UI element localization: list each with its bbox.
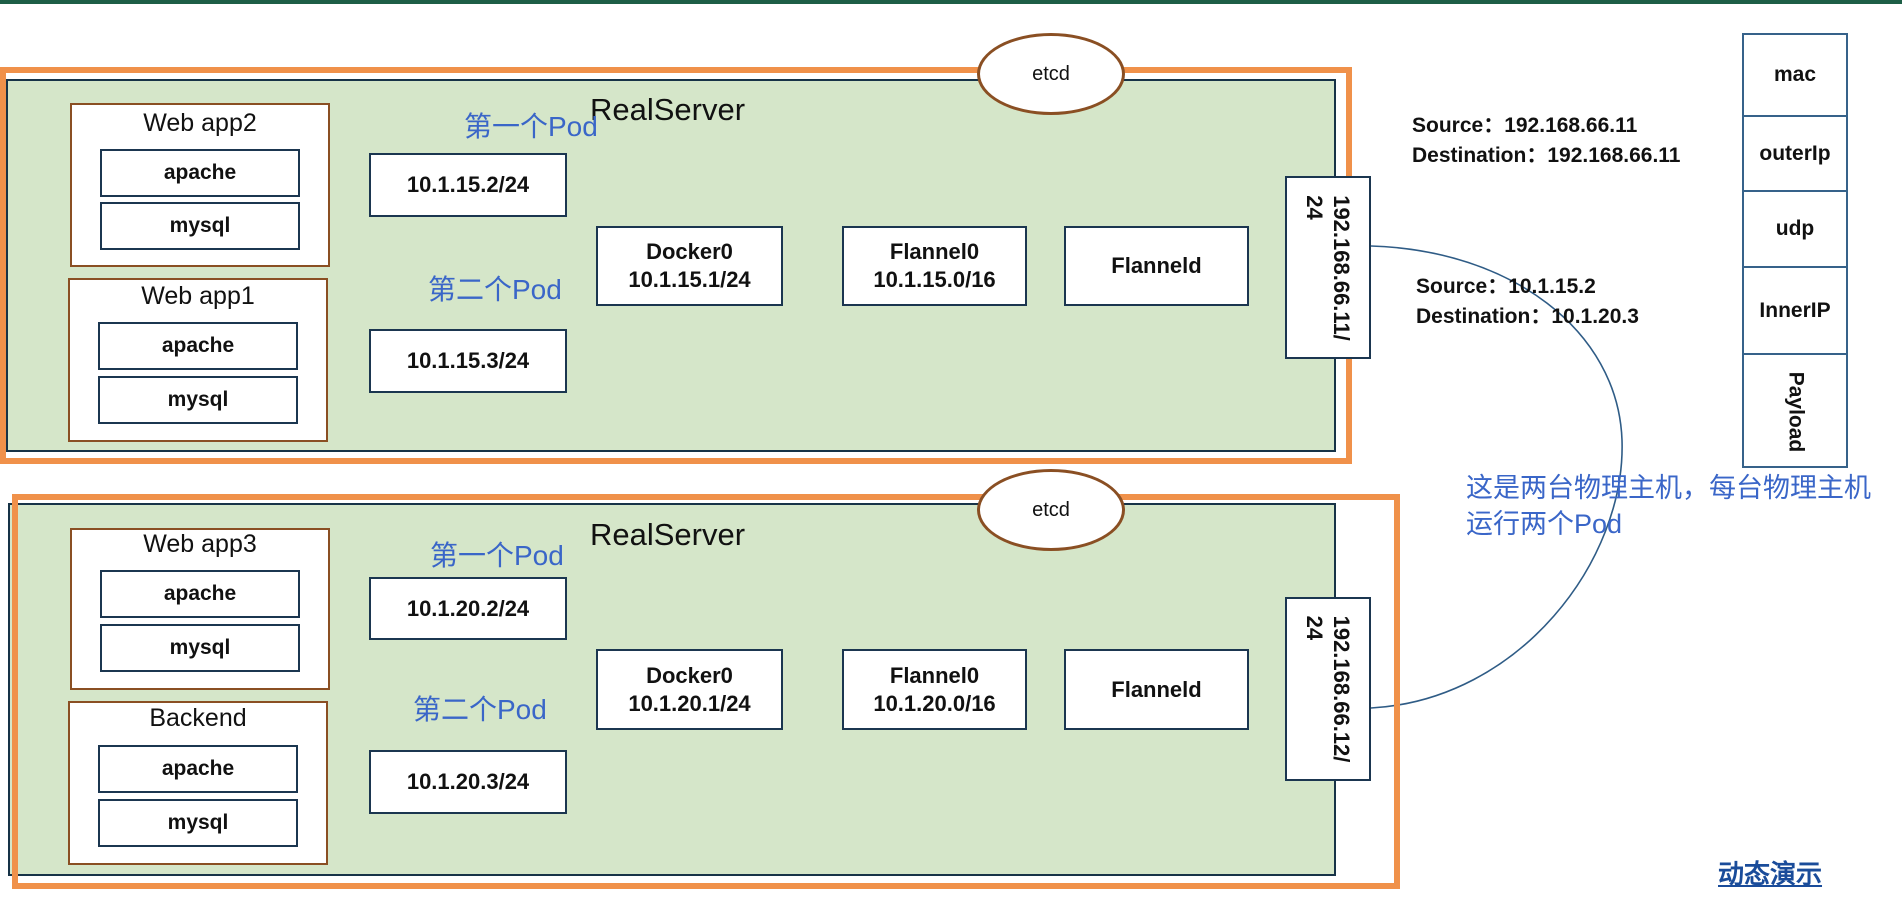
container-mysql: mysql [98, 799, 298, 847]
app-web-app1-name: Web app1 [141, 282, 255, 310]
note-line-1: 这是两台物理主机，每台物理主机 [1466, 473, 1871, 503]
container-apache: apache [100, 570, 300, 618]
container-apache: apache [98, 322, 298, 370]
flanneld-daemon: Flanneld [1064, 226, 1249, 306]
host-ip-box-1: 192.168.66.11/ 24 [1285, 176, 1371, 359]
host-to-host-arc [1370, 245, 1623, 709]
host-ip-line-2: 24 [1302, 615, 1327, 641]
pod-ip-2: 10.1.15.3/24 [369, 329, 567, 393]
app-web-app1: Web app1 apache mysql [68, 278, 328, 442]
app-web-app3-name: Web app3 [143, 530, 257, 558]
pod-ip-1: 10.1.15.2/24 [369, 153, 567, 217]
container-apache: apache [100, 149, 300, 197]
pod-label-second: 第二个Pod [413, 694, 547, 725]
docker0-name: Docker0 [646, 239, 733, 264]
real-server-2-highlight [12, 494, 1400, 889]
pod-ip-4: 10.1.20.3/24 [369, 750, 567, 814]
note-line-2: 运行两个Pod [1466, 509, 1623, 539]
outer-packet-header: Source：192.168.66.11 Destination：192.168… [1412, 111, 1680, 171]
app-backend: Backend apache mysql [68, 701, 328, 865]
pod-label-second: 第二个Pod [428, 274, 562, 305]
app-backend-name: Backend [149, 704, 247, 732]
docker0-ip: 10.1.20.1/24 [628, 690, 751, 716]
real-server-2-title: RealServer [590, 517, 746, 552]
container-mysql: mysql [100, 202, 300, 250]
host-ip-line-2: 24 [1302, 194, 1327, 220]
outer-destination: Destination：192.168.66.11 [1412, 144, 1681, 167]
real-server-1-title: RealServer [590, 92, 746, 127]
container-apache: apache [98, 745, 298, 793]
inner-source: Source：10.1.15.2 [1416, 275, 1596, 298]
flanneld-daemon: Flanneld [1064, 649, 1249, 730]
top-accent-bar [0, 0, 1902, 4]
flannel0-name: Flannel0 [889, 239, 980, 264]
pod-label-first: 第一个Pod [430, 540, 564, 571]
host-ip-text: 192.168.66.12/ 24 [1301, 616, 1355, 763]
app-web-app3: Web app3 apache mysql [70, 528, 330, 690]
inner-packet-header: Source：10.1.15.2 Destination：10.1.20.3 [1416, 272, 1639, 332]
payload-label: Payload [1783, 371, 1807, 452]
etcd-node-1: etcd [977, 33, 1125, 115]
flannel0-name: Flannel0 [889, 662, 980, 688]
packet-encapsulation-stack: mac outerIp udp InnerIP Payload [1742, 33, 1848, 468]
flannel0-ip: 10.1.15.0/16 [873, 267, 996, 292]
app-web-app2: Web app2 apache mysql [70, 103, 330, 267]
container-mysql: mysql [98, 376, 298, 424]
outer-source: Source：192.168.66.11 [1412, 114, 1638, 137]
host-ip-text: 192.168.66.11/ 24 [1301, 195, 1355, 341]
docker0-name: Docker0 [646, 662, 733, 688]
stack-layer-mac: mac [1744, 35, 1846, 117]
inner-destination: Destination：10.1.20.3 [1416, 305, 1639, 328]
container-mysql: mysql [100, 624, 300, 672]
stack-layer-outer-ip: outerIp [1744, 117, 1846, 192]
flannel0-interface: Flannel0 10.1.15.0/16 [842, 226, 1027, 306]
pod-ip-3: 10.1.20.2/24 [369, 577, 567, 640]
docker0-ip: 10.1.15.1/24 [628, 267, 751, 292]
flannel0-interface: Flannel0 10.1.20.0/16 [842, 649, 1027, 730]
stack-layer-payload: Payload [1744, 355, 1846, 468]
flannel0-ip: 10.1.20.0/16 [873, 690, 996, 716]
docker0-bridge: Docker0 10.1.15.1/24 [596, 226, 783, 306]
dynamic-demo-link[interactable]: 动态演示 [1718, 859, 1823, 889]
host-ip-line-1: 192.168.66.11/ [1329, 194, 1354, 341]
pod-label-first: 第一个Pod [464, 111, 598, 142]
host-ip-line-1: 192.168.66.12/ [1329, 615, 1354, 763]
etcd-node-2: etcd [977, 469, 1125, 551]
explanation-note: 这是两台物理主机，每台物理主机 运行两个Pod [1466, 470, 1871, 542]
docker0-bridge: Docker0 10.1.20.1/24 [596, 649, 783, 730]
host-ip-box-2: 192.168.66.12/ 24 [1285, 597, 1371, 781]
app-web-app2-name: Web app2 [143, 109, 257, 137]
stack-layer-inner-ip: InnerIP [1744, 268, 1846, 355]
stack-layer-udp: udp [1744, 192, 1846, 268]
